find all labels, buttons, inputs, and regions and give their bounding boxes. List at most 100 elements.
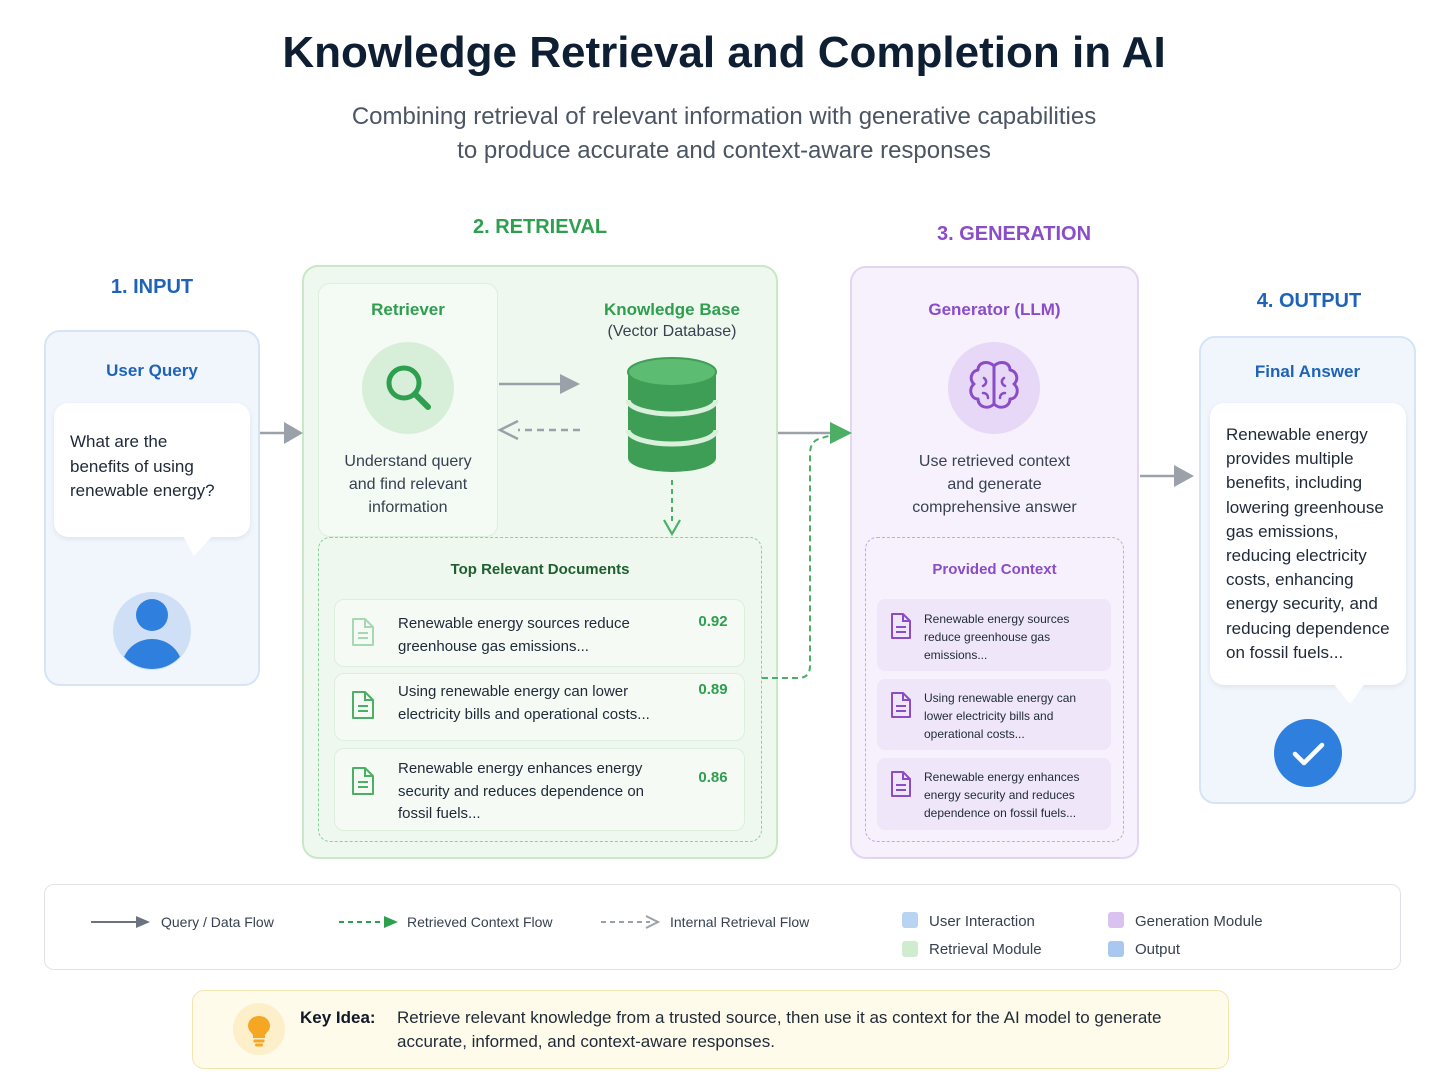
context-line: energy security and reduces [924,788,1075,802]
context-item [877,599,1111,671]
legend-internal-flow: Internal Retrieval Flow [670,914,810,930]
context-line: emissions... [924,648,988,662]
document-icon [891,613,911,639]
retriever-desc-line: information [368,499,448,516]
legend [44,884,1401,970]
search-icon [362,342,454,434]
legend-green-dashed-arrow [339,916,398,928]
generator-desc-line: comprehensive answer [912,499,1077,516]
legend-swatch-user [902,912,918,928]
user-icon [113,592,191,670]
subtitle-line-1: Combining retrieval of relevant informat… [351,103,1097,130]
retriever-description: Understand query and find relevant infor… [318,450,498,519]
document-line: greenhouse gas emissions... [398,637,589,655]
check-icon [1274,719,1342,787]
document-text: Renewable energy sources reduce greenhou… [398,613,688,658]
final-answer-text: Renewable energy provides multiple benef… [1226,423,1404,665]
legend-retrieval-module: Retrieval Module [929,941,1042,958]
user-query-line: benefits of using [70,456,194,476]
retrieved-context-flow-arrow [762,422,852,679]
section-input-heading: 1. INPUT [110,276,194,298]
answer-line: on fossil fuels... [1226,642,1344,662]
retriever-title: Retriever [371,300,445,319]
legend-retrieved-flow: Retrieved Context Flow [407,914,553,930]
generation-to-output-arrow [1140,465,1194,487]
context-item [877,679,1111,750]
answer-line: benefits, including [1226,473,1363,493]
key-idea-line: Retrieve relevant knowledge from a trust… [397,1008,1162,1027]
legend-gray-dashed-arrow [601,915,661,929]
document-line: electricity bills and operational costs.… [398,705,650,723]
context-line: operational costs... [924,727,1025,741]
database-icon [625,357,719,472]
subtitle-line-2: to produce accurate and context-aware re… [457,137,991,164]
answer-line: gas emissions, [1226,521,1339,541]
document-text: Renewable energy enhances energy securit… [398,758,688,826]
key-idea-box [192,990,1229,1069]
relevance-score: 0.86 [698,769,728,786]
key-idea-label: Key Idea: [300,1008,376,1027]
answer-line: reducing electricity [1226,546,1367,566]
user-query-line: What are the [70,432,168,451]
top-documents-box [318,537,762,842]
retriever-desc-line: and find relevant [348,476,468,493]
legend-user-interaction: User Interaction [929,913,1035,930]
provided-context-title: Provided Context [932,561,1057,578]
document-line: Renewable energy sources reduce [398,615,630,632]
user-query-bubble-tail [182,534,214,556]
legend-generation-module: Generation Module [1135,913,1263,930]
answer-line: energy security, and [1226,594,1378,614]
key-idea-text: Retrieve relevant knowledge from a trust… [397,1006,1217,1054]
legend-output: Output [1135,941,1181,958]
section-generation-heading: 3. GENERATION [936,223,1092,245]
legend-query-flow: Query / Data Flow [161,914,274,930]
context-line: lower electricity bills and [924,709,1054,723]
context-item [877,758,1111,830]
section-retrieval-heading: 2. RETRIEVAL [472,216,608,238]
document-text: Using renewable energy can lower electri… [398,681,688,726]
document-icon [891,692,911,718]
context-line: reduce greenhouse gas [924,630,1051,644]
final-answer-bubble-tail [1332,682,1366,704]
final-answer-bubble [1210,403,1406,685]
user-query-text: What are the benefits of using renewable… [70,430,245,504]
document-line: security and reduces dependence on [398,782,645,800]
answer-line: provides multiple [1226,449,1354,469]
document-item [334,673,745,741]
document-line: Renewable energy enhances energy [398,760,643,777]
page-title: Knowledge Retrieval and Completion in AI [282,28,1166,77]
generator-desc-line: Use retrieved context [918,453,1071,470]
generator-desc-line: and generate [947,476,1042,493]
top-documents-title: Top Relevant Documents [450,561,630,578]
context-line: Using renewable energy can [924,691,1077,705]
relevance-score: 0.92 [698,613,728,630]
relevance-score: 0.89 [698,681,728,698]
legend-swatch-output [1108,941,1124,957]
context-line: Renewable energy sources [924,612,1070,626]
retrieval-to-generation-arrow [778,431,834,435]
legend-solid-arrow [91,916,150,928]
document-item [334,599,745,667]
document-line: fossil fuels... [398,805,481,822]
answer-line: reducing dependence [1226,618,1390,638]
final-answer-title: Final Answer [1254,362,1361,381]
document-icon [352,767,374,795]
context-line: dependence on fossil fuels... [924,806,1077,820]
context-text: Renewable energy sources reduce greenhou… [924,610,1104,664]
user-query-title: User Query [106,361,198,380]
document-line: Using renewable energy can lower [398,683,629,700]
section-output-heading: 4. OUTPUT [1256,290,1362,312]
internal-retrieval-arrows [497,374,580,440]
context-text: Using renewable energy can lower electri… [924,689,1104,743]
legend-swatch-retrieval [902,941,918,957]
document-icon [891,771,911,797]
key-idea-line: accurate, informed, and context-aware re… [397,1032,775,1051]
legend-swatch-generation [1108,912,1124,928]
knowledge-base-subtitle: (Vector Database) [607,323,737,340]
kb-to-docs-arrow [663,480,681,537]
retriever-desc-line: Understand query [344,453,472,470]
user-query-line: renewable energy? [70,481,215,500]
brain-icon [948,342,1040,434]
document-icon [352,691,374,719]
lightbulb-icon [233,1003,285,1055]
